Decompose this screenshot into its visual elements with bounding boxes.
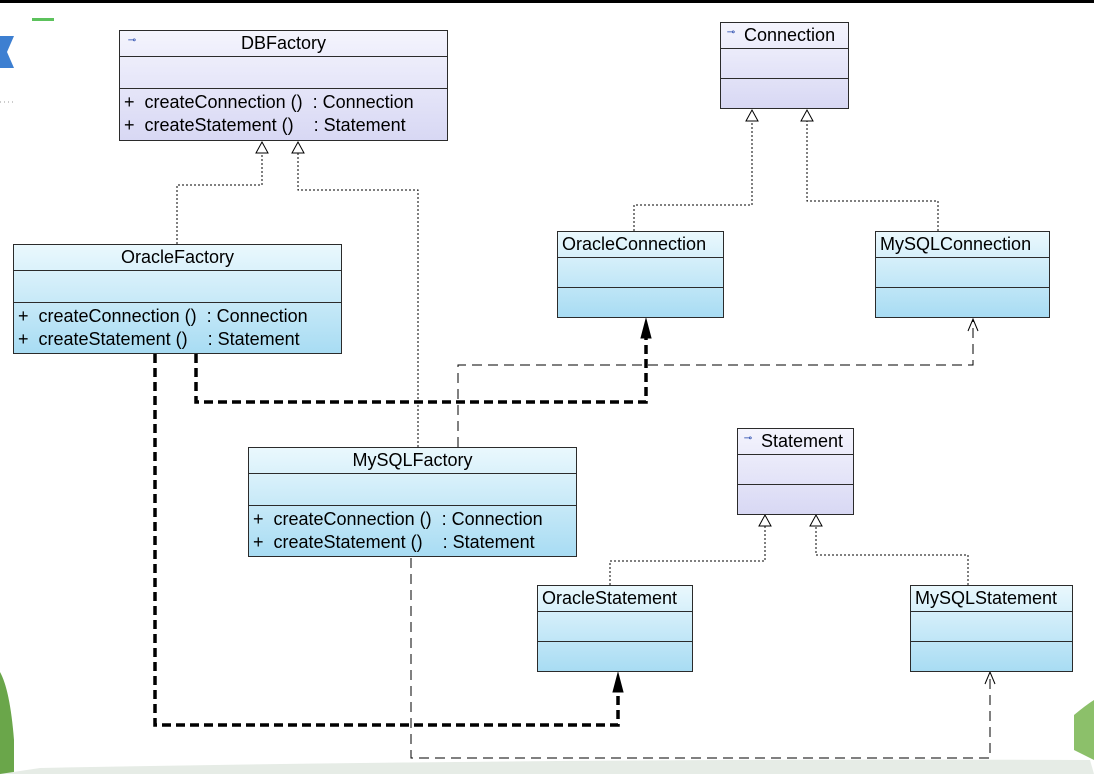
class-name-header: ⊸ Connection (721, 23, 848, 49)
class-name: MySQLFactory (352, 450, 473, 470)
bold-arrowheads (612, 317, 652, 693)
operations-compartment: + createConnection () : Connection + cre… (14, 303, 341, 353)
class-name: DBFactory (240, 33, 327, 53)
dependency-mysqlfactory-mysqlconnection (457, 320, 974, 447)
hollow-triangle-icon (809, 513, 823, 527)
operation: + createStatement () : Statement (124, 115, 406, 135)
attributes-compartment (120, 57, 447, 89)
attributes-compartment (558, 258, 723, 288)
class-name: Statement (761, 431, 844, 451)
green-accent-mark (32, 18, 54, 21)
operation: + createStatement () : Statement (253, 532, 535, 552)
dependency-lines (410, 320, 991, 759)
class-name: Connection (744, 25, 836, 45)
operation: + createStatement () : Statement (18, 329, 300, 349)
class-oracleconnection[interactable]: OracleConnection (557, 231, 724, 318)
bottom-shadow (0, 759, 1094, 774)
realization-lines (176, 110, 969, 585)
class-statement[interactable]: ⊸ Statement (737, 428, 854, 515)
realization-mysqlconnection-connection (806, 110, 939, 231)
realization-oraclestatement-statement (609, 515, 766, 585)
operation: + createConnection () : Connection (18, 306, 308, 326)
class-name: OracleFactory (120, 247, 235, 267)
class-name-header: ⊸ Statement (738, 429, 853, 455)
open-arrowheads (967, 317, 996, 685)
interface-icon: ⊸ (127, 35, 137, 46)
interface-icon: ⊸ (726, 27, 736, 38)
hollow-triangle-icon (745, 108, 759, 122)
class-mysqlstatement[interactable]: MySQLStatement (910, 585, 1073, 672)
class-name-header: MySQLConnection (876, 232, 1049, 258)
top-border-line (0, 0, 1094, 3)
operations-compartment: + createConnection () : Connection + cre… (120, 89, 447, 139)
class-name-header: OracleFactory (14, 245, 341, 271)
class-name-header: MySQLStatement (911, 586, 1072, 612)
hollow-triangle-icon (800, 108, 814, 122)
class-name-header: MySQLFactory (249, 448, 576, 474)
dependency-oraclefactory-oraclestatement (153, 354, 620, 727)
dependency-oraclefactory-oracleconnection (194, 330, 648, 404)
blue-logo-fragment (0, 36, 14, 68)
realization-oracleconnection-connection (633, 110, 753, 231)
realization-mysqlstatement-statement (815, 515, 969, 585)
open-arrowhead-icon (984, 670, 996, 685)
filled-arrowhead-icon (612, 671, 624, 693)
hollow-triangle-icon (291, 140, 305, 154)
attributes-compartment (876, 258, 1049, 288)
attributes-compartment (249, 474, 576, 506)
class-name: MySQLConnection (880, 234, 1032, 254)
dependency-mysqlfactory-mysqlstatement (410, 558, 991, 759)
operation: + createConnection () : Connection (253, 509, 543, 529)
class-oraclefactory[interactable]: OracleFactory + createConnection () : Co… (13, 244, 342, 354)
attributes-compartment (14, 271, 341, 303)
attributes-compartment (911, 612, 1072, 642)
attributes-compartment (738, 455, 853, 485)
class-name-header: OracleConnection (558, 232, 723, 258)
hollow-triangle-icon (758, 513, 772, 527)
class-mysqlfactory[interactable]: MySQLFactory + createConnection () : Con… (248, 447, 577, 557)
class-connection[interactable]: ⊸ Connection (720, 22, 849, 109)
class-name-header: ⊸ DBFactory (120, 31, 447, 57)
class-mysqlconnection[interactable]: MySQLConnection (875, 231, 1050, 318)
open-arrowhead-icon (967, 317, 979, 332)
operation: + createConnection () : Connection (124, 92, 414, 112)
attributes-compartment (538, 612, 692, 642)
class-dbfactory[interactable]: ⊸ DBFactory + createConnection () : Conn… (119, 30, 448, 141)
realization-arrowheads (255, 108, 823, 527)
class-name: OracleStatement (542, 588, 678, 608)
interface-icon: ⊸ (743, 433, 753, 444)
class-oraclestatement[interactable]: OracleStatement (537, 585, 693, 672)
attributes-compartment (721, 49, 848, 79)
realization-mysqlfactory-dbfactory (297, 142, 419, 447)
class-name-header: OracleStatement (538, 586, 692, 612)
class-name: MySQLStatement (915, 588, 1058, 608)
operations-compartment: + createConnection () : Connection + cre… (249, 506, 576, 556)
green-wave-right (1074, 700, 1094, 760)
green-wave-left (0, 672, 14, 774)
filled-arrowhead-icon (640, 317, 652, 339)
class-name: OracleConnection (562, 234, 707, 254)
bold-dependency-lines (153, 330, 648, 727)
hollow-triangle-icon (255, 140, 269, 154)
realization-oraclefactory-dbfactory (176, 142, 263, 244)
